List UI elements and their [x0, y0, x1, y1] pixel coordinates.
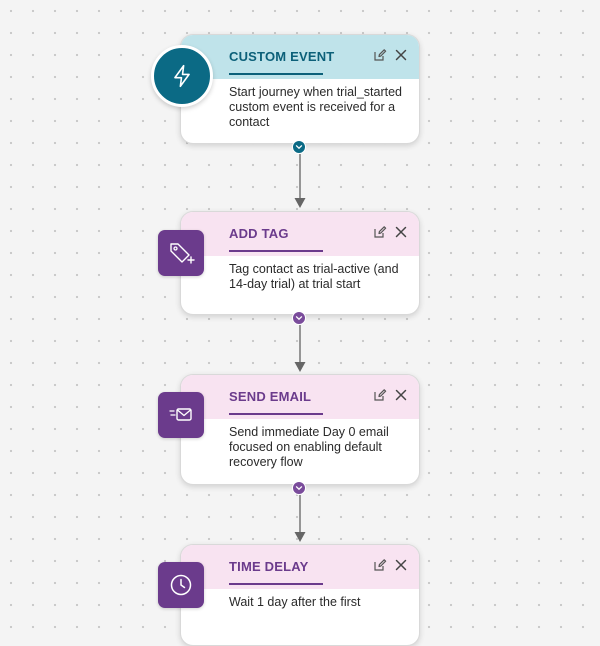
journey-node-add-tag[interactable]: ADD TAG Tag contact as trial-active (and…	[180, 211, 420, 315]
tag-icon	[158, 230, 204, 276]
node-title: ADD TAG	[229, 226, 289, 241]
node-description: Start journey when trial_started custom …	[229, 85, 403, 129]
node-actions	[373, 48, 407, 62]
close-icon[interactable]	[395, 49, 407, 61]
title-underline	[229, 73, 323, 75]
title-underline	[229, 250, 323, 252]
node-actions	[373, 558, 407, 572]
node-header: CUSTOM EVENT	[181, 35, 419, 79]
output-port-chevron-down-icon[interactable]	[292, 311, 306, 325]
node-header: SEND EMAIL	[181, 375, 419, 419]
title-underline	[229, 413, 323, 415]
node-description: Send immediate Day 0 email focused on en…	[229, 425, 389, 469]
output-port-chevron-down-icon[interactable]	[292, 481, 306, 495]
node-header: ADD TAG	[181, 212, 419, 256]
clock-icon	[158, 562, 204, 608]
edit-icon[interactable]	[373, 558, 387, 572]
output-port-chevron-down-icon[interactable]	[292, 140, 306, 154]
journey-node-time-delay[interactable]: TIME DELAY Wait 1 day after the first	[180, 544, 420, 646]
node-actions	[373, 388, 407, 402]
node-actions	[373, 225, 407, 239]
journey-node-custom-event[interactable]: CUSTOM EVENT Start journey when trial_st…	[180, 34, 420, 144]
connector-arrow	[294, 325, 306, 372]
edit-icon[interactable]	[373, 48, 387, 62]
edit-icon[interactable]	[373, 388, 387, 402]
connector-arrow	[294, 495, 306, 542]
node-title: TIME DELAY	[229, 559, 309, 574]
connector-arrow	[294, 154, 306, 208]
close-icon[interactable]	[395, 389, 407, 401]
journey-node-send-email[interactable]: SEND EMAIL Send immediate Day 0 email fo…	[180, 374, 420, 485]
node-description: Tag contact as trial-active (and 14-day …	[229, 262, 399, 291]
email-icon	[158, 392, 204, 438]
node-title: CUSTOM EVENT	[229, 49, 335, 64]
close-icon[interactable]	[395, 226, 407, 238]
edit-icon[interactable]	[373, 225, 387, 239]
node-header: TIME DELAY	[181, 545, 419, 589]
title-underline	[229, 583, 323, 585]
close-icon[interactable]	[395, 559, 407, 571]
node-title: SEND EMAIL	[229, 389, 312, 404]
node-description: Wait 1 day after the first	[229, 595, 361, 609]
lightning-icon	[151, 45, 213, 107]
